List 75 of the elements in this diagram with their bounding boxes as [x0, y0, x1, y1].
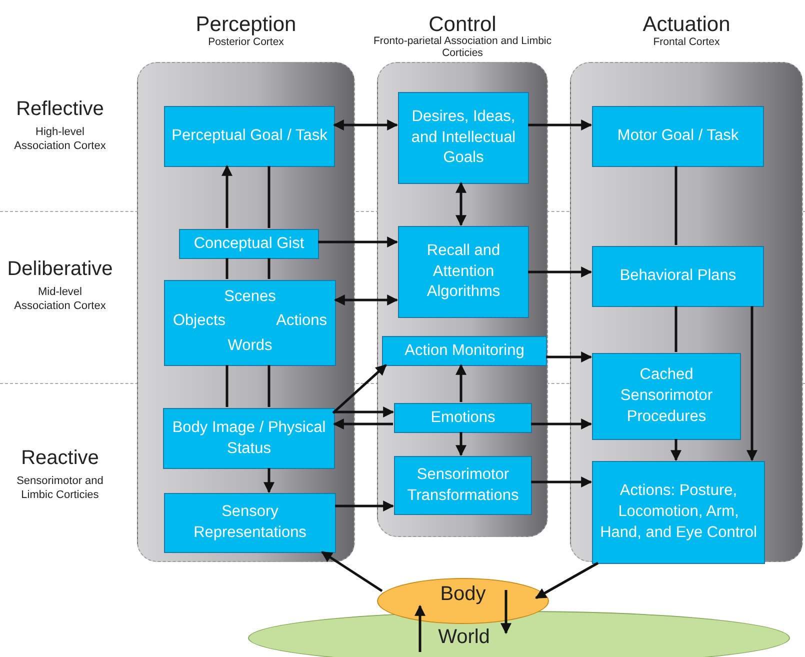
connector-line [674, 306, 678, 352]
arrow [334, 406, 394, 418]
node-text: Emotions [430, 408, 496, 428]
row-subheading: High-level Association Cortex [13, 126, 107, 154]
node-text: Perceptual Goal / Task [170, 126, 328, 146]
node-text: Objects [173, 311, 226, 331]
arrow [531, 476, 592, 488]
node-text: Actions [276, 311, 327, 331]
arrow [535, 562, 599, 600]
process-box [592, 353, 741, 440]
node-text: Behavioral Plans [618, 266, 738, 286]
node-text: Sensorimotor Transformations [406, 464, 520, 506]
process-box [164, 106, 335, 167]
arrow [264, 468, 274, 494]
row-subheading: Mid-level Association Cortex [13, 286, 107, 314]
arrow [334, 294, 398, 306]
arrow [528, 120, 592, 130]
arrow [332, 418, 393, 430]
process-box [398, 226, 529, 318]
arrow [332, 364, 387, 414]
column-subheading: Posterior Cortex [207, 36, 285, 48]
node-text: Scenes [223, 287, 277, 307]
node-text: World [438, 626, 490, 650]
arrow [500, 590, 512, 634]
connector-line [674, 166, 678, 245]
arrow [528, 266, 592, 278]
connector-line [226, 258, 228, 279]
node-text: Body [440, 583, 486, 607]
row-heading: Reactive [20, 446, 100, 471]
column-subheading: Fronto-parietal Association and Limbic Corticies [372, 35, 552, 60]
process-box [179, 229, 319, 259]
node-text: Action Monitoring [404, 340, 526, 361]
column-heading: Control [428, 13, 498, 36]
connector-line [268, 365, 270, 407]
process-box [592, 461, 765, 564]
row-heading: Deliberative [6, 257, 114, 282]
arrow [318, 236, 398, 248]
process-box [394, 456, 532, 515]
row-heading: Reflective [15, 97, 105, 122]
arrow [321, 550, 383, 592]
node-text: Cached Sensorimotor Procedures [619, 365, 714, 427]
arrow [456, 432, 466, 456]
arrow [456, 182, 466, 226]
arrow [335, 500, 394, 512]
node-text: Desires, Ideas, and Intellectual Goals [410, 106, 517, 168]
process-box [163, 408, 335, 469]
arrow [456, 364, 466, 402]
connector-line [268, 166, 270, 228]
process-box [398, 92, 529, 184]
arrow [332, 120, 398, 130]
connector-line [268, 258, 270, 279]
arrow [546, 352, 592, 362]
node-text: Recall and Attention Algorithms [426, 240, 502, 302]
process-box [382, 336, 547, 366]
column-subheading: Frontal Cortex [652, 36, 721, 48]
process-box [164, 493, 336, 553]
process-box [394, 403, 532, 433]
node-text: Motor Goal / Task [616, 126, 740, 146]
arrow [414, 604, 426, 652]
arrow [670, 439, 682, 462]
arrow [746, 306, 758, 462]
column-heading: Actuation [642, 13, 732, 37]
node-text: Body Image / Physical Status [171, 418, 327, 458]
arrow [222, 164, 232, 228]
node-text: Sensory Representations [192, 502, 308, 543]
connector-line [226, 365, 228, 407]
node-text: Actions: Posture, Locomotion, Arm, Hand, and Eye Control [599, 481, 758, 543]
arrow [531, 418, 592, 430]
column-heading: Perception [194, 13, 298, 37]
process-box [592, 246, 764, 307]
node-text: Words [226, 336, 274, 356]
process-box [592, 106, 764, 167]
process-box [164, 280, 336, 366]
node-text: Conceptual Gist [192, 234, 306, 254]
row-subheading: Sensorimotor and Limbic Corticies [16, 475, 104, 502]
